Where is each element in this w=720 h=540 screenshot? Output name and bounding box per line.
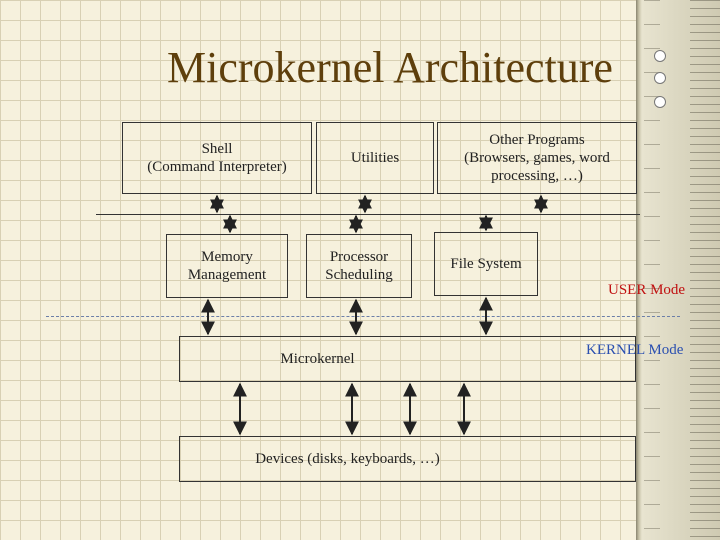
microkernel-box: Microkernel: [179, 336, 636, 382]
ruler-hole-icon: [654, 72, 666, 84]
processor-scheduling-label: Processor: [329, 249, 389, 265]
user-mode-label: USER Mode: [608, 282, 686, 298]
other-programs-label: Other Programs: [489, 132, 585, 148]
memory-management-sublabel: Management: [187, 267, 267, 283]
file-system-label: File System: [450, 256, 522, 272]
devices-box: Devices (disks, keyboards, …): [179, 436, 636, 482]
microkernel-label: Microkernel: [280, 351, 355, 367]
shell-box: Shell (Command Interpreter): [122, 122, 312, 194]
user-bus-line: [96, 214, 640, 215]
shell-label: Shell: [201, 141, 233, 157]
ruler-minor-ticks: [690, 0, 720, 540]
ruler-decoration: [636, 0, 720, 540]
memory-management-label: Memory: [201, 249, 253, 265]
processor-scheduling-box: Processor Scheduling: [306, 234, 412, 298]
utilities-label: Utilities: [350, 150, 400, 166]
devices-label: Devices (disks, keyboards, …): [255, 451, 440, 467]
page-title: Microkernel Architecture: [167, 43, 613, 92]
shell-sublabel: (Command Interpreter): [147, 159, 287, 175]
file-system-box: File System: [434, 232, 538, 296]
memory-management-box: Memory Management: [166, 234, 288, 298]
processor-scheduling-sublabel: Scheduling: [325, 267, 393, 283]
utilities-box: Utilities: [316, 122, 434, 194]
ruler-major-ticks: [644, 0, 660, 540]
mode-boundary-line: [46, 316, 680, 317]
other-programs-sublabel-2: processing, …): [491, 168, 583, 184]
kernel-mode-label: KERNEL Mode: [586, 342, 684, 358]
other-programs-box: Other Programs (Browsers, games, word pr…: [437, 122, 637, 194]
ruler-hole-icon: [654, 50, 666, 62]
other-programs-sublabel-1: (Browsers, games, word: [464, 150, 610, 166]
ruler-hole-icon: [654, 96, 666, 108]
